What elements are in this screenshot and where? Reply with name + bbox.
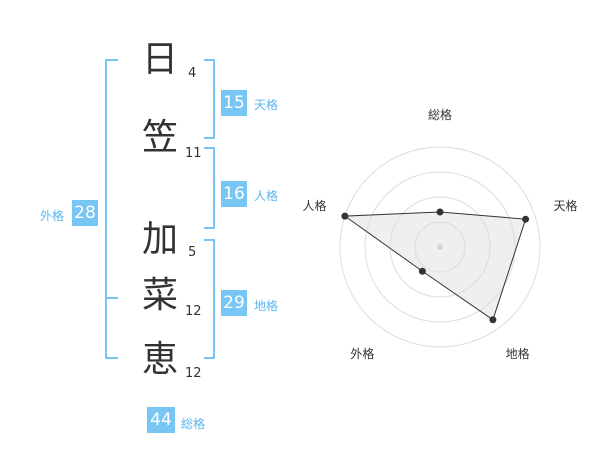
tenkaku-bracket [204,59,215,139]
gaikaku-value: 28 [72,200,98,226]
radar-axis-label-3: 外格 [350,346,374,361]
radar-axis-label-4: 人格 [302,198,326,213]
kanji-5: 恵 [141,339,178,380]
radar-point-2 [489,316,497,324]
chikaku-value: 29 [221,290,247,316]
radar-axis-label-0: 総格 [428,107,452,122]
chikaku-bracket [204,239,215,359]
radar-ring-3 [364,171,516,323]
radar-axis-label-1: 天格 [554,198,578,213]
jinkaku-value: 16 [221,181,247,207]
radar-ring-4 [339,146,541,348]
radar-axis-label-2: 地格 [506,346,530,361]
radar-point-4 [341,212,349,220]
kanji-4: 菜 [141,275,178,316]
gaikaku-label: 外格 [40,209,65,223]
stroke-count-2: 11 [185,146,202,161]
stroke-count-3: 5 [188,245,197,260]
stroke-count-4: 12 [185,304,202,319]
chikaku-label: 地格 [254,299,279,313]
radar-ring-2 [389,196,491,298]
jinkaku-bracket [204,147,215,229]
jinkaku-label: 人格 [254,189,279,203]
soukaku-value: 44 [147,407,175,433]
radar-point-0 [436,208,444,216]
kanji-2: 笠 [141,117,178,158]
stroke-count-5: 12 [185,366,202,381]
radar-polygon [343,211,527,321]
radar-ring-1 [414,221,466,273]
soukaku-label: 総格 [181,417,206,431]
tenkaku-value: 15 [221,90,247,116]
stroke-count-1: 4 [188,66,197,81]
kanji-3: 加 [141,219,178,260]
tenkaku-label: 天格 [254,98,279,112]
radar-point-3 [418,267,426,275]
kanji-1: 日 [141,39,178,80]
radar-center [437,244,443,250]
gaikaku-bracket [105,59,118,359]
radar-point-1 [522,215,530,223]
